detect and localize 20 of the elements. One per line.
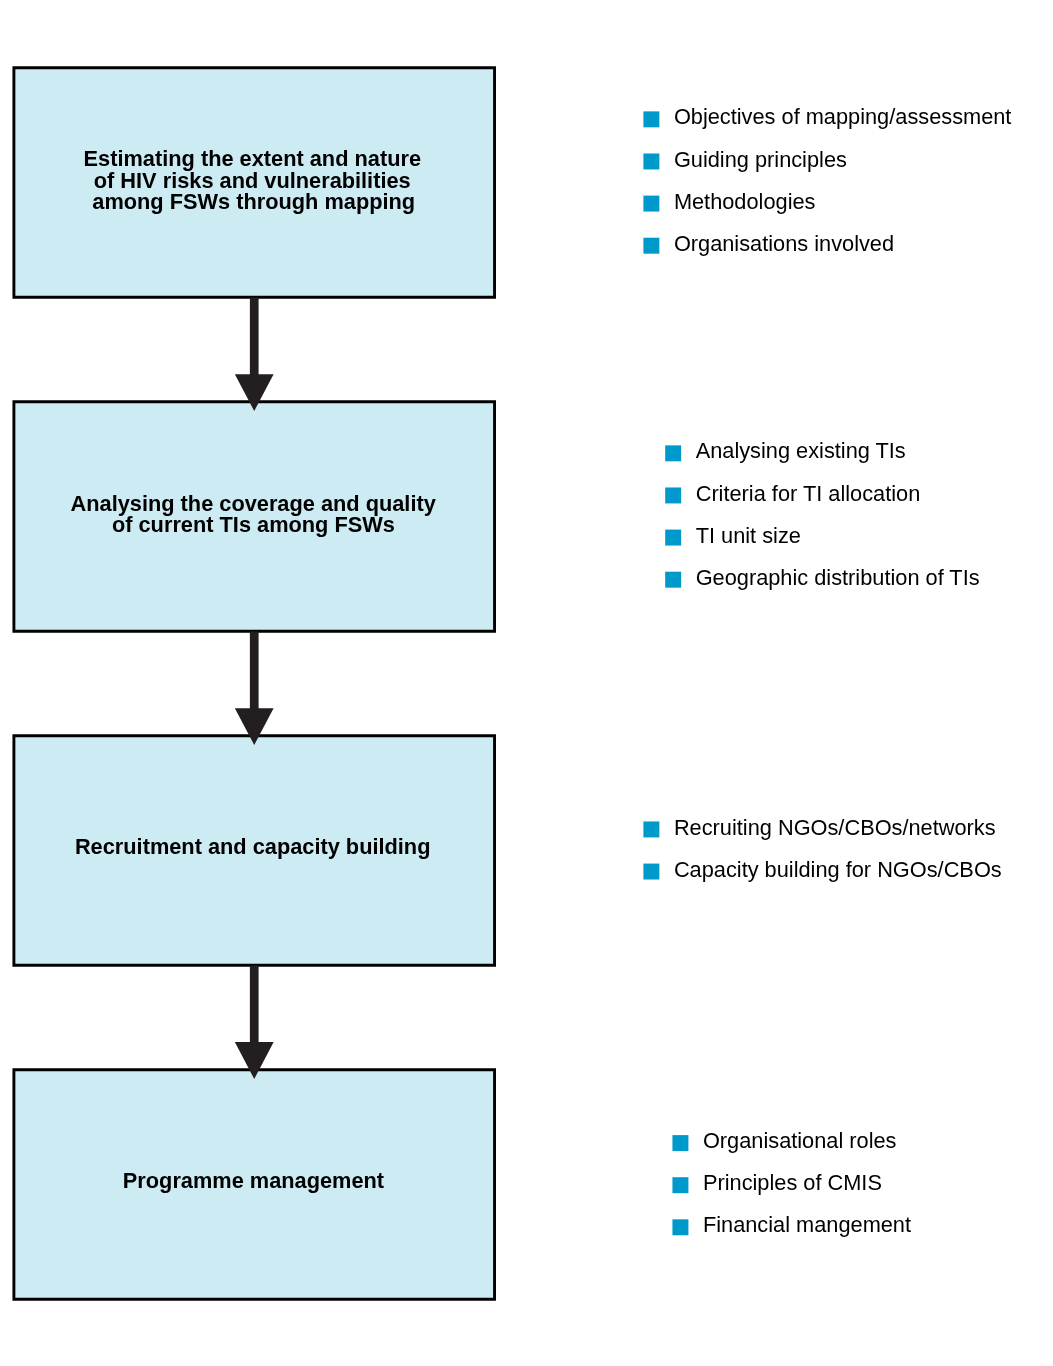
arrow (234, 630, 274, 745)
node-label: Methodologies (673, 188, 816, 214)
node-label: Objectives of mapping/assessment (673, 103, 1012, 129)
arrow (234, 296, 274, 411)
arrow (234, 964, 274, 1079)
node-label: Organisational roles (702, 1127, 897, 1153)
node-box: Recruitment and capacity building (12, 733, 496, 967)
node-label: Criteria for TI allocation (695, 480, 921, 506)
node-label: Geographic distribution of TIs (695, 564, 980, 590)
node-label: Organisations involved (673, 230, 895, 256)
node-label: Analysing existing TIs (695, 437, 906, 463)
node-label: Guiding principles (673, 146, 847, 172)
node-box: Programme management (12, 1067, 496, 1301)
node-label: Capacity building for NGOs/CBOs (673, 856, 1002, 882)
node-box: Estimating the extent and nature of HIV risks and vulnerabilities among FSWs through mapping (12, 65, 496, 299)
node-label: TI unit size (695, 522, 801, 548)
node-label: Principles of CMIS (702, 1169, 882, 1195)
node-box: Analysing the coverage and quality of current TIs among FSWs (12, 399, 496, 633)
node-label: Recruiting NGOs/CBOs/networks (673, 814, 996, 840)
node-label: Financial mangement (702, 1211, 912, 1237)
